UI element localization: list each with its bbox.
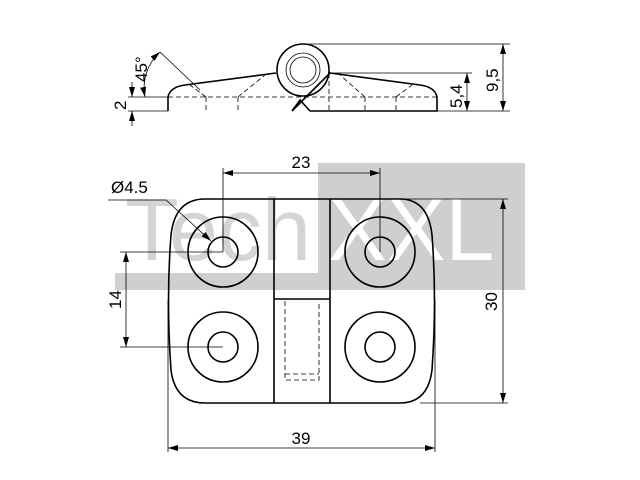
height-label: 30 <box>482 292 501 311</box>
side-view: 45° 2 5,4 9,5 <box>111 43 510 126</box>
hole-spacing-y-label: 14 <box>106 290 125 309</box>
angle-label: 45° <box>132 56 151 82</box>
thickness-label: 2 <box>111 101 130 110</box>
knuckle-outer <box>276 43 330 97</box>
total-height-label: 9,5 <box>483 68 502 92</box>
hole-spacing-x-label: 23 <box>292 153 311 172</box>
watermark-xxl: XXL <box>328 180 494 279</box>
body-height-label: 5,4 <box>447 84 466 108</box>
watermark: Tech XXL <box>115 163 525 290</box>
watermark-tech: Tech <box>125 180 311 279</box>
plate-outline <box>167 198 436 404</box>
width-label: 39 <box>292 429 311 448</box>
top-view: 23 Ø4.5 14 30 39 <box>106 153 508 452</box>
hole-diameter-label: Ø4.5 <box>111 178 148 197</box>
